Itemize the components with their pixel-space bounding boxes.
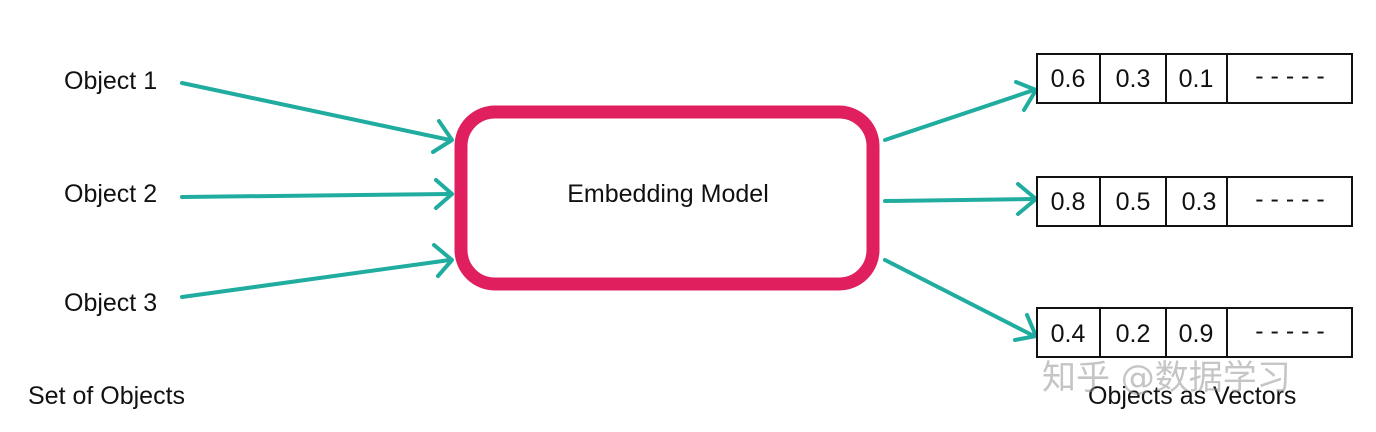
vector-2-value-2: 0.5: [1116, 188, 1151, 216]
object-label-3: Object 3: [64, 289, 157, 317]
vector-2-value-1: 0.8: [1051, 188, 1086, 216]
vector-1-value-3: 0.1: [1179, 65, 1214, 93]
vector-1-cell-4: [1226, 53, 1353, 104]
vector-3-cell-2: [1099, 307, 1167, 358]
vector-3-value-1: 0.4: [1051, 320, 1086, 348]
vector-1-value-1: 0.6: [1051, 65, 1086, 93]
vector-1-value-2: 0.3: [1116, 65, 1151, 93]
vector-2-cell-2: [1099, 176, 1167, 227]
vector-2-ellipsis: - - - - -: [1255, 185, 1324, 213]
vector-3-value-3: 0.9: [1179, 320, 1214, 348]
site-watermark: 知乎 @数据学习: [1042, 358, 1291, 398]
embedding-model-label: Embedding Model: [567, 180, 769, 208]
input-arrow-3: [180, 243, 454, 299]
vector-3-cell-3: [1165, 307, 1228, 358]
vector-1-ellipsis: - - - - -: [1255, 62, 1324, 90]
vector-1-cell-1: [1036, 53, 1101, 104]
vector-1-cell-3: [1165, 53, 1228, 104]
vector-row-3: 0.4 0.2 0.9 - - - - -: [1036, 307, 1353, 358]
vector-2-value-3: 0.3: [1182, 188, 1217, 216]
vector-3-cell-4: [1226, 307, 1353, 358]
vector-2-cell-1: [1036, 176, 1101, 227]
vector-1-cell-2: [1099, 53, 1167, 104]
input-arrow-1: [180, 81, 454, 154]
output-arrow-1: [883, 80, 1038, 142]
objects-as-vectors-caption: Objects as Vectors: [1088, 382, 1296, 410]
set-of-objects-caption: Set of Objects: [28, 382, 185, 410]
output-arrow-2: [883, 182, 1038, 216]
embedding-model-box: [454, 105, 880, 291]
output-arrow-3: [883, 258, 1038, 342]
vector-3-value-2: 0.2: [1116, 320, 1151, 348]
vector-row-1: 0.6 0.3 0.1 - - - - -: [1036, 53, 1353, 104]
vector-row-2: 0.8 0.5 0.3 - - - - -: [1036, 176, 1353, 227]
object-label-1: Object 1: [64, 67, 157, 95]
vector-3-ellipsis: - - - - -: [1255, 317, 1324, 345]
object-label-2: Object 2: [64, 180, 157, 208]
vector-2-cell-4: [1226, 176, 1353, 227]
input-arrow-2: [180, 178, 454, 210]
